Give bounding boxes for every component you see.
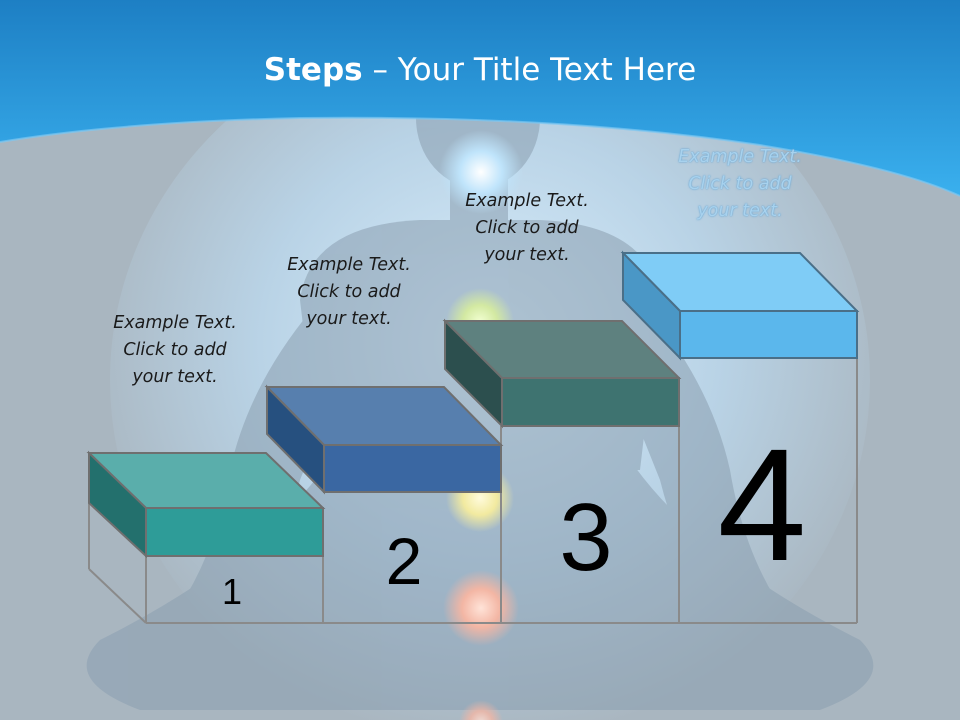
title-rest: – Your Title Text Here bbox=[362, 52, 697, 88]
step-caption-1[interactable]: Example Text. Click to add your text. bbox=[113, 313, 237, 387]
step-number-2: 2 bbox=[386, 524, 423, 598]
step-front-4 bbox=[679, 310, 858, 359]
step-block-2[interactable] bbox=[264, 384, 504, 495]
step-caption-4[interactable]: Example Text. Click to add your text. bbox=[678, 147, 802, 221]
header-band bbox=[0, 0, 960, 196]
step-block-3[interactable] bbox=[442, 318, 682, 429]
step-block-1[interactable] bbox=[86, 450, 326, 559]
step-number-4: 4 bbox=[718, 415, 807, 594]
page-title[interactable]: Steps – Your Title Text Here bbox=[0, 52, 960, 88]
step-front-1 bbox=[145, 507, 324, 557]
step-caption-3[interactable]: Example Text. Click to add your text. bbox=[465, 191, 589, 265]
step-block-4[interactable] bbox=[620, 250, 860, 361]
step-number-1: 1 bbox=[222, 571, 242, 612]
title-bold: Steps bbox=[263, 52, 363, 88]
step-front-3 bbox=[501, 377, 680, 427]
step-number-3: 3 bbox=[559, 484, 612, 591]
step-caption-2[interactable]: Example Text. Click to add your text. bbox=[287, 255, 411, 329]
chakra-orb-blue bbox=[439, 130, 523, 214]
step-front-2 bbox=[323, 444, 502, 493]
